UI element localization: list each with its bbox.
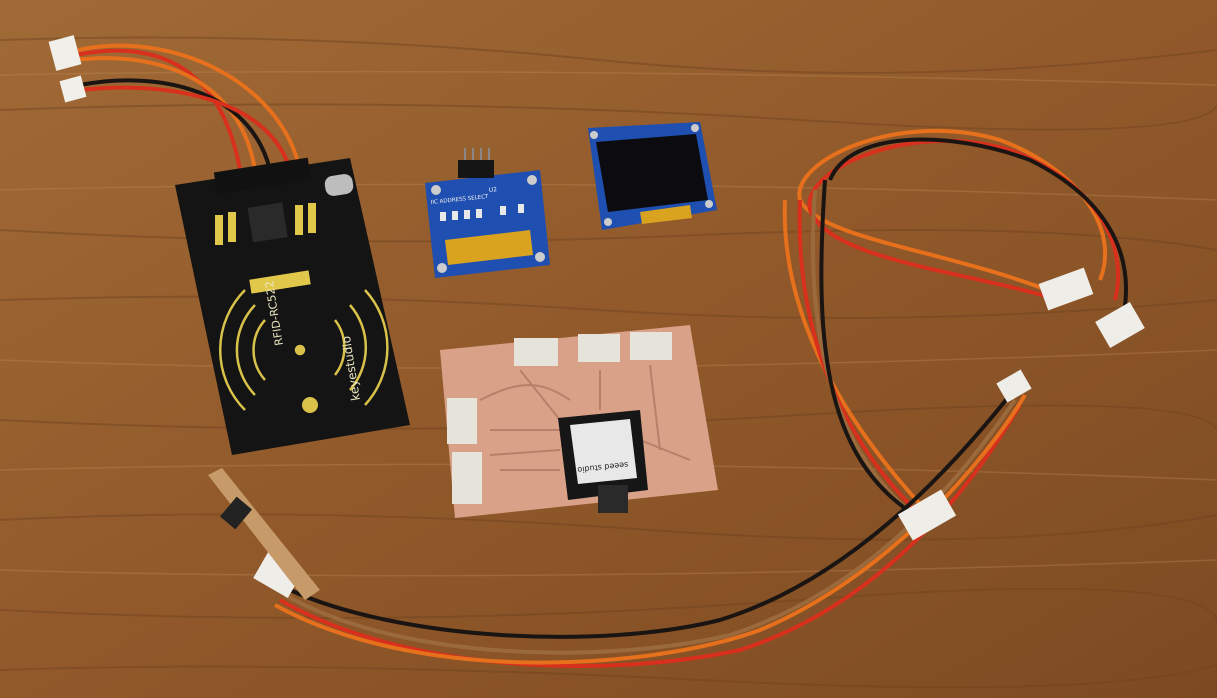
rfid-board: RFID-RC522 keyestudio: [175, 157, 410, 455]
grove-cable-bottom: [274, 393, 1027, 668]
oled-display-left: IIC ADDRESS SELECT U2: [425, 148, 550, 278]
seeed-xiao-microcontroller: seeed studio: [558, 410, 648, 513]
sensor-breakout-board: [208, 468, 320, 600]
antenna-coil: [218, 289, 389, 411]
rfid-jumper-wires: [74, 43, 302, 171]
wire-connector: [48, 35, 82, 71]
pcb-header-connectors: [447, 332, 672, 504]
cable-connectors: [253, 267, 1145, 598]
oled-chip-label: U2: [488, 186, 497, 194]
oled-display-right: [588, 122, 717, 230]
grove-cables-right: [782, 128, 1128, 522]
wire-connector: [59, 75, 87, 103]
